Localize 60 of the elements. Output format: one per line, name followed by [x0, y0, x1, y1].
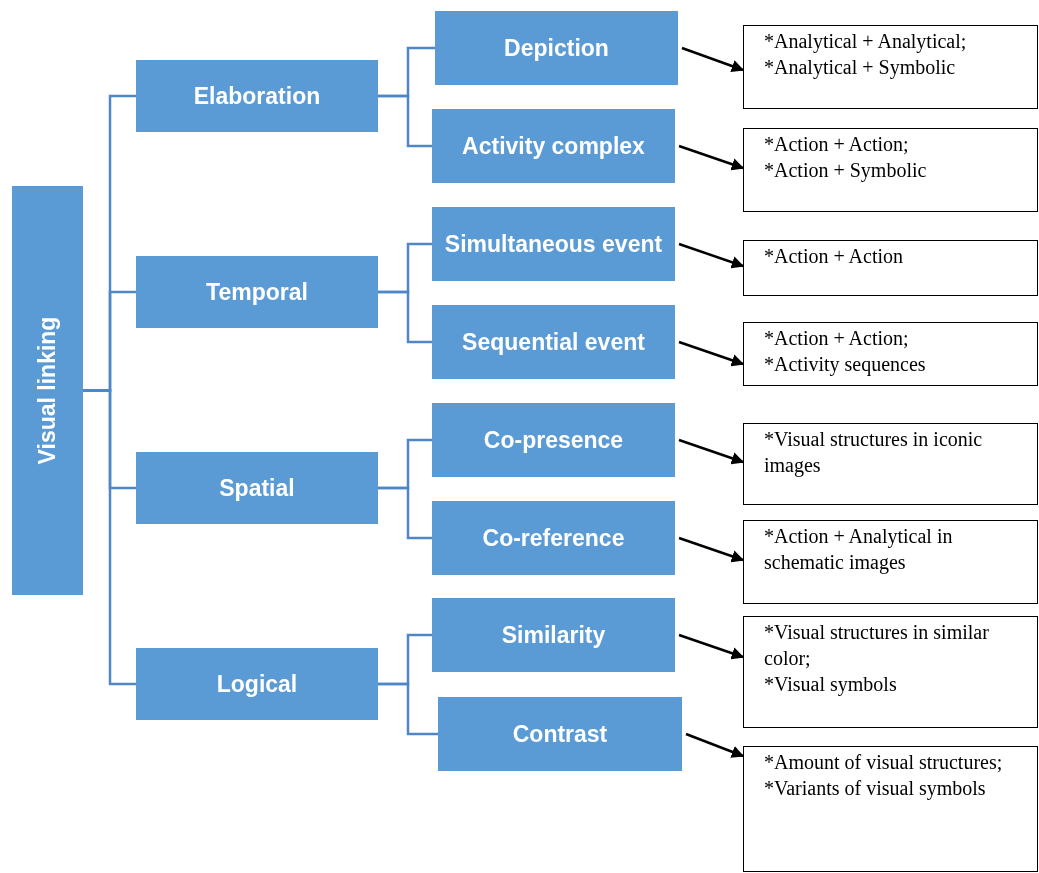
arrow	[685, 732, 745, 758]
box-label: Visual linking	[34, 316, 61, 465]
note-text: *Action + Symbolic	[764, 158, 928, 183]
category-box	[136, 452, 378, 524]
box-label: Activity complex	[462, 132, 645, 160]
box-label: Simultaneous event	[444, 230, 663, 258]
box-label: Temporal	[206, 278, 308, 306]
category-box	[136, 256, 378, 328]
box-label: Elaboration	[193, 82, 321, 110]
note-text: *Variants of visual symbols	[764, 776, 987, 801]
subcategory-box	[432, 501, 675, 575]
category-box	[136, 60, 378, 132]
connector-line	[83, 389, 136, 686]
arrow	[678, 144, 745, 171]
connector-line	[378, 682, 438, 736]
subcategory-box	[432, 403, 675, 477]
subcategory-box	[432, 207, 675, 281]
subcategory-box	[435, 11, 678, 85]
connector-line	[378, 486, 432, 540]
box-label: Similarity	[501, 621, 606, 649]
subcategory-box	[432, 305, 675, 379]
note-box	[743, 423, 1038, 505]
note-text: *Analytical + Analytical;	[764, 29, 968, 54]
arrow	[678, 438, 745, 465]
arrow	[678, 340, 745, 367]
note-box	[743, 520, 1038, 604]
note-box	[743, 616, 1038, 728]
note-text: *Analytical + Symbolic	[764, 55, 957, 80]
note-box	[743, 25, 1038, 109]
box-label: Logical	[216, 670, 298, 698]
arrow	[678, 536, 745, 563]
connector-line	[378, 94, 432, 148]
note-text: *Action + Action;	[764, 326, 910, 351]
note-box	[743, 746, 1038, 872]
root-box	[12, 186, 83, 595]
box-label: Sequential event	[462, 328, 645, 356]
connector-line	[378, 290, 432, 344]
subcategory-box	[432, 598, 675, 672]
note-text: *Amount of visual structures;	[764, 750, 1004, 775]
note-box	[743, 322, 1038, 386]
note-box	[743, 240, 1038, 296]
box-label: Spatial	[219, 474, 295, 502]
box-label: Depiction	[504, 34, 609, 62]
note-text: *Action + Action	[764, 244, 905, 269]
subcategory-box	[432, 109, 675, 183]
note-text: *Action + Action;	[764, 132, 910, 157]
note-text: *Action + Analytical in schematic images	[764, 524, 954, 575]
box-label: Co-reference	[482, 524, 625, 552]
arrow	[678, 633, 745, 660]
arrow	[678, 242, 745, 269]
subcategory-box	[438, 697, 682, 771]
category-box	[136, 648, 378, 720]
note-text: *Activity sequences	[764, 352, 927, 377]
note-box	[743, 128, 1038, 212]
box-label: Contrast	[512, 720, 608, 748]
note-text: *Visual symbols	[764, 672, 898, 697]
box-label: Co-presence	[483, 426, 624, 454]
arrow	[681, 46, 745, 73]
note-text: *Visual structures in iconic images	[764, 427, 984, 478]
note-text: *Visual structures in similar color;	[764, 620, 990, 671]
